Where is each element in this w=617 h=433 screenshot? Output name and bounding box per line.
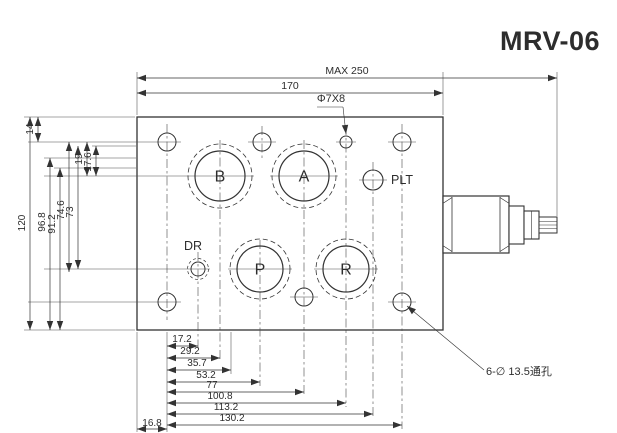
plt-bore — [362, 169, 384, 191]
port-a-bore — [278, 150, 330, 202]
dim-29-2: 29.2 — [180, 346, 200, 357]
port-r-bolt-circle — [315, 238, 377, 300]
top-hole-note: Φ7X8 — [317, 93, 345, 105]
port-p-label: P — [255, 262, 266, 279]
dim-19: 19 — [74, 153, 85, 165]
port-p: P — [229, 238, 291, 300]
port-r-label: R — [340, 262, 352, 279]
port-r-bore — [322, 245, 370, 293]
port-a-bolt-circle — [271, 143, 337, 209]
top-hole-leader — [341, 106, 349, 135]
plt-label: PLT — [391, 173, 413, 187]
through-hole-callout: 6-∅ 13.5通孔 — [406, 305, 552, 378]
dr-thread-circle — [187, 258, 209, 280]
mounting-hole — [157, 132, 177, 152]
dim-100-8: 100.8 — [207, 391, 232, 402]
top-hole-callout: Φ7X8 — [317, 93, 349, 135]
through-hole-note: 6-∅ 13.5通孔 — [486, 365, 552, 378]
port-p-bore — [236, 245, 284, 293]
valve-body — [136, 116, 444, 331]
dim-96-8: 96.8 — [37, 212, 48, 232]
port-b: B — [187, 143, 253, 209]
dr-label: DR — [184, 239, 202, 253]
dim-max250: MAX 250 — [325, 65, 368, 77]
adjustment-screw-assembly — [442, 195, 558, 254]
centerlines — [166, 124, 403, 429]
mounting-hole — [157, 292, 177, 312]
aux-hole-top — [252, 132, 272, 152]
dimension-texts-vertical: 120 14 96.8 91.2 74.6 73 19 17.6 — [17, 123, 94, 234]
dr-bore — [190, 261, 206, 277]
dr-port: DR — [184, 239, 209, 280]
port-a-label: A — [299, 169, 310, 186]
dimension-lines — [26, 74, 557, 433]
mounting-hole — [392, 132, 412, 152]
dim-120: 120 — [17, 214, 28, 231]
mounting-holes — [157, 132, 412, 312]
port-p-bolt-circle — [229, 238, 291, 300]
hex-body — [442, 195, 510, 254]
page-title: MRV-06 — [500, 26, 600, 56]
dim-113-2: 113.2 — [214, 402, 239, 413]
aux-hole-bottom — [294, 287, 314, 307]
port-a: A — [271, 143, 337, 209]
pilot-drill-hole — [339, 135, 353, 149]
dim-17-6: 17.6 — [83, 152, 94, 172]
collar — [508, 205, 525, 245]
dim-74-6: 74.6 — [56, 200, 67, 220]
mounting-hole — [392, 292, 412, 312]
port-b-bolt-circle — [187, 143, 253, 209]
valve-body-outline — [136, 116, 444, 331]
dim-73: 73 — [65, 206, 76, 218]
dim-53-2: 53.2 — [196, 370, 216, 381]
dim-170: 170 — [281, 80, 299, 92]
port-b-label: B — [215, 169, 226, 186]
through-hole-leader — [406, 305, 485, 371]
dim-17-2: 17.2 — [172, 334, 192, 345]
dim-16-8: 16.8 — [142, 418, 162, 429]
dim-14: 14 — [25, 123, 36, 135]
dimension-texts-horizontal: MAX 250 170 17.2 29.2 35.7 53.2 77 100.8… — [142, 65, 368, 429]
port-r: R — [315, 238, 377, 300]
plt-port: PLT — [362, 169, 413, 191]
port-b-bore — [194, 150, 246, 202]
dim-35-7: 35.7 — [187, 358, 207, 369]
dim-91-2: 91.2 — [47, 214, 58, 234]
dim-77: 77 — [206, 380, 218, 391]
dim-130-2: 130.2 — [219, 413, 244, 424]
